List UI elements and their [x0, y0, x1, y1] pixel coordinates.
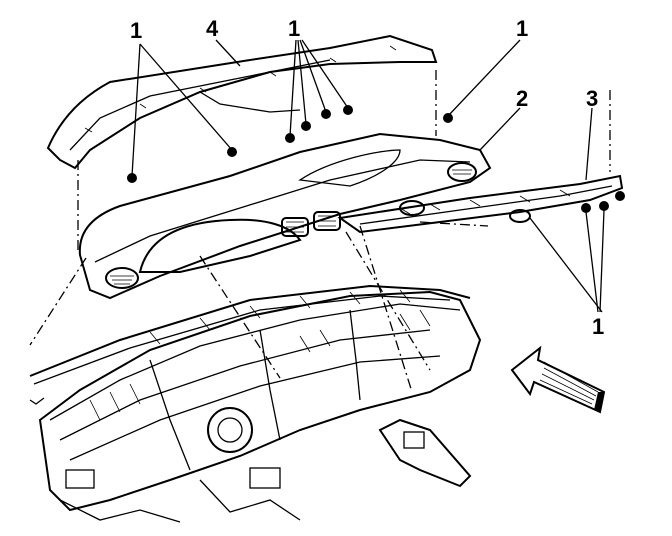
callout-4: 4: [206, 16, 219, 41]
callout-1-top-right: 1: [516, 16, 528, 41]
panel-carrier: [38, 290, 482, 523]
fasteners: [127, 105, 625, 213]
callout-1-top-left: 1: [130, 18, 142, 43]
callout-labels: 1 4 1 1 2 3 1: [130, 16, 604, 339]
right-end-trim: [337, 174, 624, 234]
alignment-lines: [29, 70, 611, 393]
direction-arrow-icon: [510, 345, 606, 414]
callout-2: 2: [516, 86, 528, 111]
callout-1-top-center: 1: [288, 16, 300, 41]
upper-trim-panel: [46, 34, 438, 170]
callout-3: 3: [586, 86, 598, 111]
leader-lines: [131, 39, 605, 313]
dash-pad: [78, 132, 492, 300]
cowl-edge: [29, 284, 471, 405]
fastener-icon: [127, 105, 625, 213]
callout-1-bottom-right: 1: [592, 314, 604, 339]
